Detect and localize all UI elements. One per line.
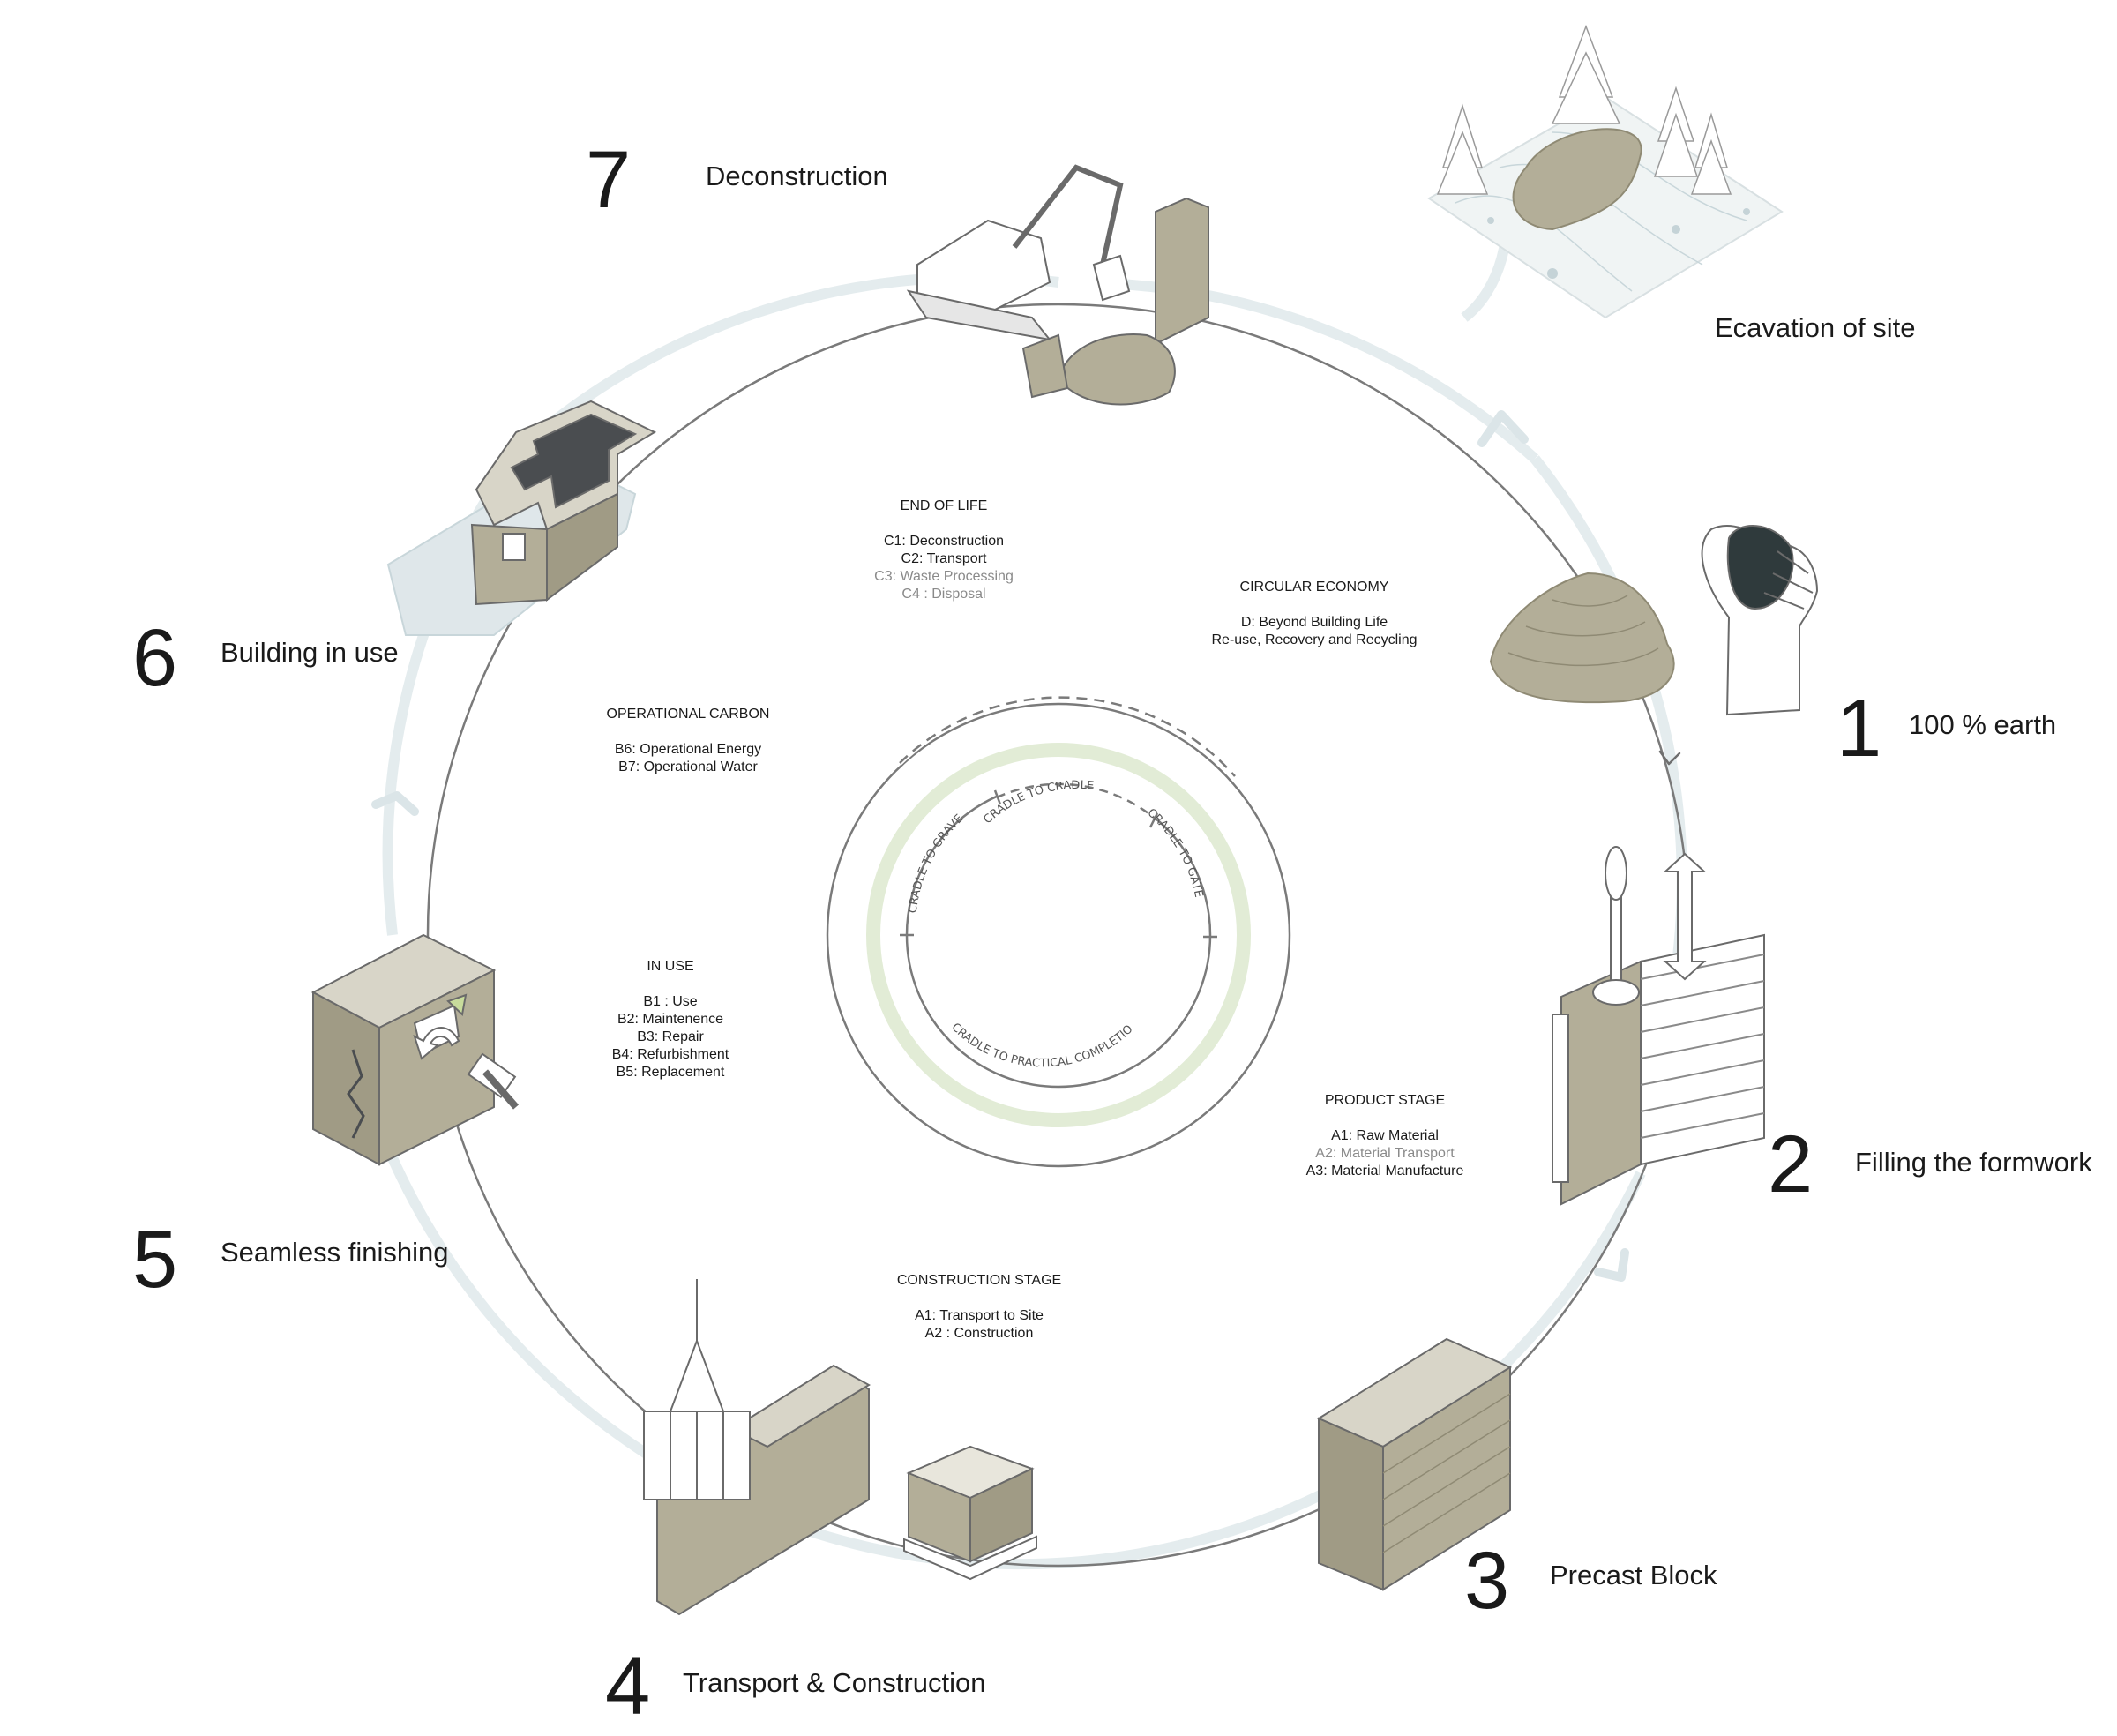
step-1-number: 1 <box>1836 684 1882 774</box>
excavator-illustration <box>906 164 1209 406</box>
step-7-number: 7 <box>586 135 632 225</box>
product-stage-item: A3: Material Manufacture <box>1305 1164 1464 1179</box>
operational-carbon-item: B7: Operational Water <box>618 760 758 774</box>
finishing-wall-illustration <box>310 933 520 1166</box>
arc-ticks <box>900 789 1217 939</box>
circular-economy-item: Re-use, Recovery and Recycling <box>1211 632 1418 647</box>
step-1-label: 100 % earth <box>1909 709 2057 740</box>
inner-ring-outer <box>826 702 1291 1168</box>
excavation-label: Ecavation of site <box>1715 312 1916 343</box>
step-5-label: Seamless finishing <box>221 1237 449 1268</box>
c2c-dash-line <box>996 782 1158 821</box>
step-2-label: Filling the formwork <box>1855 1147 2092 1178</box>
end-of-life-item: C1: Deconstruction <box>883 534 1005 549</box>
step-4-label: Transport & Construction <box>683 1667 986 1698</box>
svg-text:CRADLE TO CRADLE: CRADLE TO CRADLE <box>981 779 1094 827</box>
ring-arrowheads <box>1658 750 1681 766</box>
construction-wall-illustration <box>643 1279 871 1616</box>
step-2-number: 2 <box>1768 1119 1814 1209</box>
end-of-life-item: C4 : Disposal <box>901 587 986 602</box>
crate-on-pallet-illustration <box>903 1445 1037 1581</box>
in-use-item: B5: Replacement <box>616 1065 725 1080</box>
step-3-number: 3 <box>1464 1536 1510 1626</box>
product-stage-block: PRODUCT STAGE A1: Raw Material A2: Mater… <box>1253 1092 1517 1180</box>
formwork-illustration <box>1552 846 1765 1206</box>
cradle-to-cradle-label: CRADLE TO CRADLE <box>981 779 1094 827</box>
precast-block-illustration <box>1316 1337 1513 1591</box>
circular-economy-title: CIRCULAR ECONOMY <box>1239 580 1389 595</box>
construction-stage-block: CONSTRUCTION STAGE A1: Transport to Site… <box>847 1272 1111 1343</box>
in-use-item: B2: Maintenence <box>617 1012 724 1027</box>
step-4-number: 4 <box>605 1642 651 1732</box>
in-use-block: IN USE B1 : Use B2: Maintenence B3: Repa… <box>547 958 794 1081</box>
step-6-label: Building in use <box>221 637 399 668</box>
step-5-number: 5 <box>132 1215 178 1305</box>
product-stage-item: A1: Raw Material <box>1331 1128 1439 1143</box>
building-illustration <box>386 400 657 636</box>
operational-carbon-title: OPERATIONAL CARBON <box>606 707 770 722</box>
step-7-label: Deconstruction <box>706 161 888 191</box>
construction-stage-item: A2 : Construction <box>924 1326 1034 1341</box>
inner-ring-dash <box>897 694 1238 778</box>
operational-carbon-block: OPERATIONAL CARBON B6: Operational Energ… <box>565 706 812 776</box>
end-of-life-title: END OF LIFE <box>900 498 988 513</box>
in-use-item: B1 : Use <box>643 994 698 1009</box>
flow-arrows <box>371 410 1629 1282</box>
excavation-illustration <box>1427 24 1784 319</box>
construction-stage-item: A1: Transport to Site <box>915 1308 1044 1323</box>
in-use-item: B4: Refurbishment <box>611 1047 729 1062</box>
step-6-number: 6 <box>132 613 178 703</box>
operational-carbon-item: B6: Operational Energy <box>614 742 762 757</box>
earth-mound-illustration <box>1489 572 1675 704</box>
in-use-item: B3: Repair <box>637 1029 704 1044</box>
circular-economy-block: CIRCULAR ECONOMY D: Beyond Building Life… <box>1191 579 1438 649</box>
product-stage-item: A2: Material Transport <box>1315 1146 1455 1161</box>
step-3-label: Precast Block <box>1550 1560 1717 1590</box>
end-of-life-block: END OF LIFE C1: Deconstruction C2: Trans… <box>820 498 1067 603</box>
inner-ring-dash-line <box>899 696 1236 777</box>
product-stage-title: PRODUCT STAGE <box>1324 1093 1446 1108</box>
end-of-life-item: C3: Waste Processing <box>874 569 1014 584</box>
circular-economy-item: D: Beyond Building Life <box>1240 615 1388 630</box>
in-use-title: IN USE <box>647 959 694 974</box>
end-of-life-item: C2: Transport <box>901 551 987 566</box>
green-ring <box>866 743 1251 1127</box>
construction-stage-title: CONSTRUCTION STAGE <box>896 1273 1062 1288</box>
hand-holding-earth-illustration <box>1701 525 1819 716</box>
